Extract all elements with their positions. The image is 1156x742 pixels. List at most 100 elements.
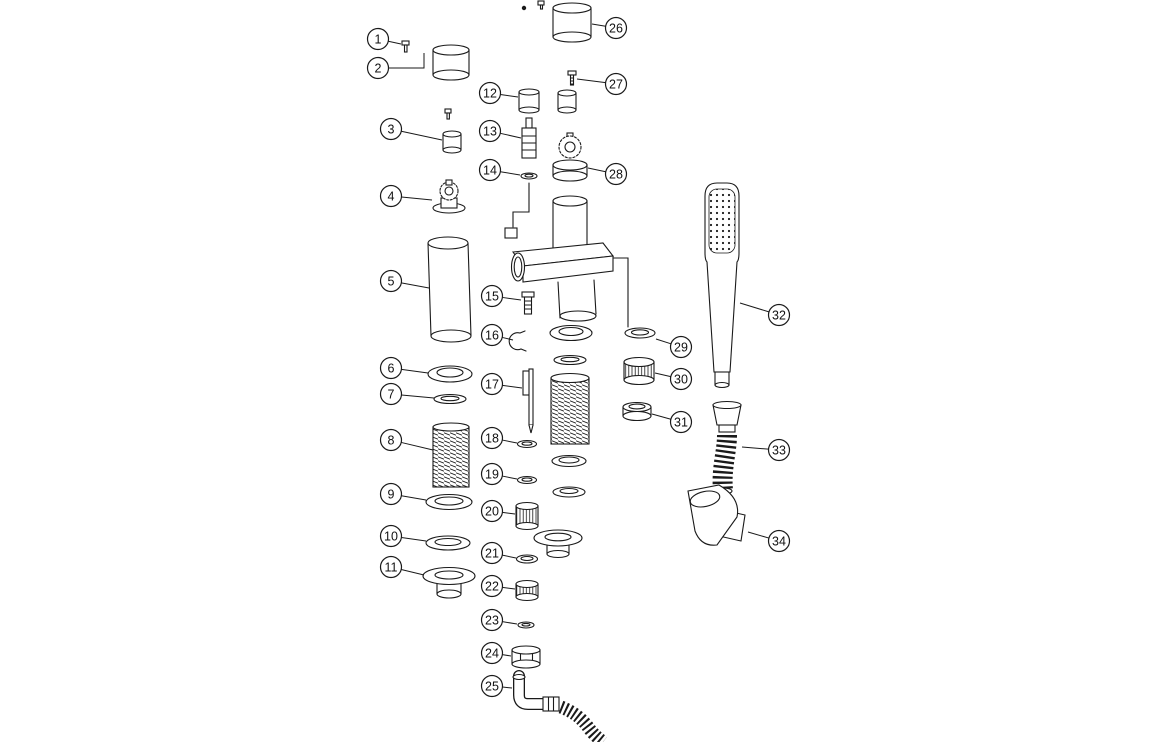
callout-balloon bbox=[366, 27, 390, 51]
callout-8: 8 bbox=[379, 428, 434, 452]
part-top-screws bbox=[521, 0, 545, 11]
callout-21: 21 bbox=[480, 541, 517, 565]
callout-leader bbox=[500, 93, 519, 98]
callout-leader bbox=[401, 368, 429, 374]
callout-number: 22 bbox=[485, 579, 499, 593]
callout-number: 3 bbox=[388, 122, 395, 136]
callout-18: 18 bbox=[480, 426, 518, 450]
callout-balloon bbox=[767, 529, 791, 553]
callout-10: 10 bbox=[379, 524, 427, 548]
part-pillar-body bbox=[427, 236, 472, 343]
callout-number: 16 bbox=[485, 328, 499, 342]
part-o-ring-23 bbox=[517, 621, 535, 629]
callout-leader bbox=[747, 531, 770, 539]
callout-leader bbox=[587, 167, 606, 173]
callout-number: 4 bbox=[388, 189, 395, 203]
callout-leader bbox=[502, 475, 518, 480]
callout-balloon bbox=[379, 524, 403, 548]
part-washer-large bbox=[425, 493, 473, 511]
callout-balloon bbox=[379, 482, 403, 506]
callout-11: 11 bbox=[379, 555, 425, 579]
part-o-ring-19 bbox=[516, 475, 538, 485]
part-o-ring-18 bbox=[516, 439, 538, 449]
callout-leader bbox=[576, 78, 606, 84]
callout-leader bbox=[502, 621, 518, 625]
callout-number: 12 bbox=[483, 86, 497, 100]
part-cartridge-right bbox=[552, 132, 588, 182]
callout-leader bbox=[401, 394, 435, 399]
callout-balloon bbox=[604, 162, 628, 186]
callout-number: 1 bbox=[375, 32, 382, 46]
callout-9: 9 bbox=[379, 482, 427, 506]
part-o-ring-21 bbox=[515, 554, 539, 564]
callout-balloon bbox=[480, 574, 504, 598]
part-cap-screw bbox=[444, 108, 452, 120]
callout-15: 15 bbox=[480, 284, 522, 308]
callout-number: 25 bbox=[485, 679, 499, 693]
part-threaded-shank-left bbox=[432, 422, 470, 488]
callout-4: 4 bbox=[379, 184, 433, 208]
part-backnut-right bbox=[533, 529, 583, 559]
part-thin-washer bbox=[433, 393, 467, 405]
callout-balloon bbox=[379, 184, 403, 208]
assembly-line bbox=[512, 182, 530, 228]
part-knurled-bush bbox=[515, 501, 539, 531]
callout-balloon bbox=[669, 410, 693, 434]
callout-balloon bbox=[478, 119, 502, 143]
callout-leader bbox=[401, 568, 425, 576]
callout-balloon bbox=[480, 323, 504, 347]
part-clip bbox=[508, 330, 527, 352]
callout-leader bbox=[502, 554, 517, 559]
callout-26: 26 bbox=[591, 16, 628, 40]
part-spout-washer bbox=[624, 327, 656, 339]
callout-34: 34 bbox=[747, 529, 791, 553]
callout-28: 28 bbox=[587, 162, 628, 186]
callout-number: 10 bbox=[384, 529, 398, 543]
callout-6: 6 bbox=[379, 356, 429, 380]
callout-19: 19 bbox=[480, 462, 518, 486]
part-hex-nut bbox=[511, 645, 541, 669]
assembly-line-spout bbox=[612, 257, 629, 328]
callout-balloon bbox=[767, 438, 791, 462]
callout-leader bbox=[401, 130, 443, 141]
part-elbow-and-hose bbox=[512, 670, 608, 742]
callout-balloon bbox=[379, 269, 403, 293]
callout-22: 22 bbox=[480, 574, 516, 598]
part-seal-ring-right bbox=[549, 324, 593, 342]
callout-balloon bbox=[669, 335, 693, 359]
callout-20: 20 bbox=[480, 499, 516, 523]
callout-leader bbox=[502, 654, 512, 657]
part-washer-right-1 bbox=[551, 454, 587, 468]
callout-23: 23 bbox=[480, 608, 518, 632]
part-handle-left bbox=[432, 44, 470, 81]
callout-leader bbox=[388, 40, 402, 45]
callout-balloon bbox=[480, 372, 504, 396]
callout-number: 20 bbox=[485, 504, 499, 518]
callout-balloon bbox=[604, 16, 628, 40]
part-aerator bbox=[623, 356, 655, 386]
callout-29: 29 bbox=[655, 335, 693, 359]
callout-balloon bbox=[480, 674, 504, 698]
callout-balloon bbox=[604, 72, 628, 96]
callout-balloon bbox=[767, 303, 791, 327]
callout-number: 19 bbox=[485, 467, 499, 481]
callout-number: 8 bbox=[388, 433, 395, 447]
callout-5: 5 bbox=[379, 269, 430, 293]
callout-33: 33 bbox=[741, 438, 791, 462]
callout-number: 21 bbox=[485, 546, 499, 560]
part-inlet-block bbox=[504, 227, 518, 239]
callout-balloon bbox=[379, 356, 403, 380]
callout-1: 1 bbox=[366, 27, 402, 51]
callout-3: 3 bbox=[379, 117, 443, 141]
callout-number: 34 bbox=[772, 534, 786, 548]
part-cap bbox=[442, 130, 462, 154]
callout-31: 31 bbox=[651, 410, 693, 434]
callout-17: 17 bbox=[480, 372, 523, 396]
callout-7: 7 bbox=[379, 382, 435, 406]
part-fixing-bolt bbox=[521, 291, 535, 315]
callout-number: 14 bbox=[483, 163, 497, 177]
part-knurled-cap bbox=[515, 579, 539, 602]
callout-balloon bbox=[379, 117, 403, 141]
